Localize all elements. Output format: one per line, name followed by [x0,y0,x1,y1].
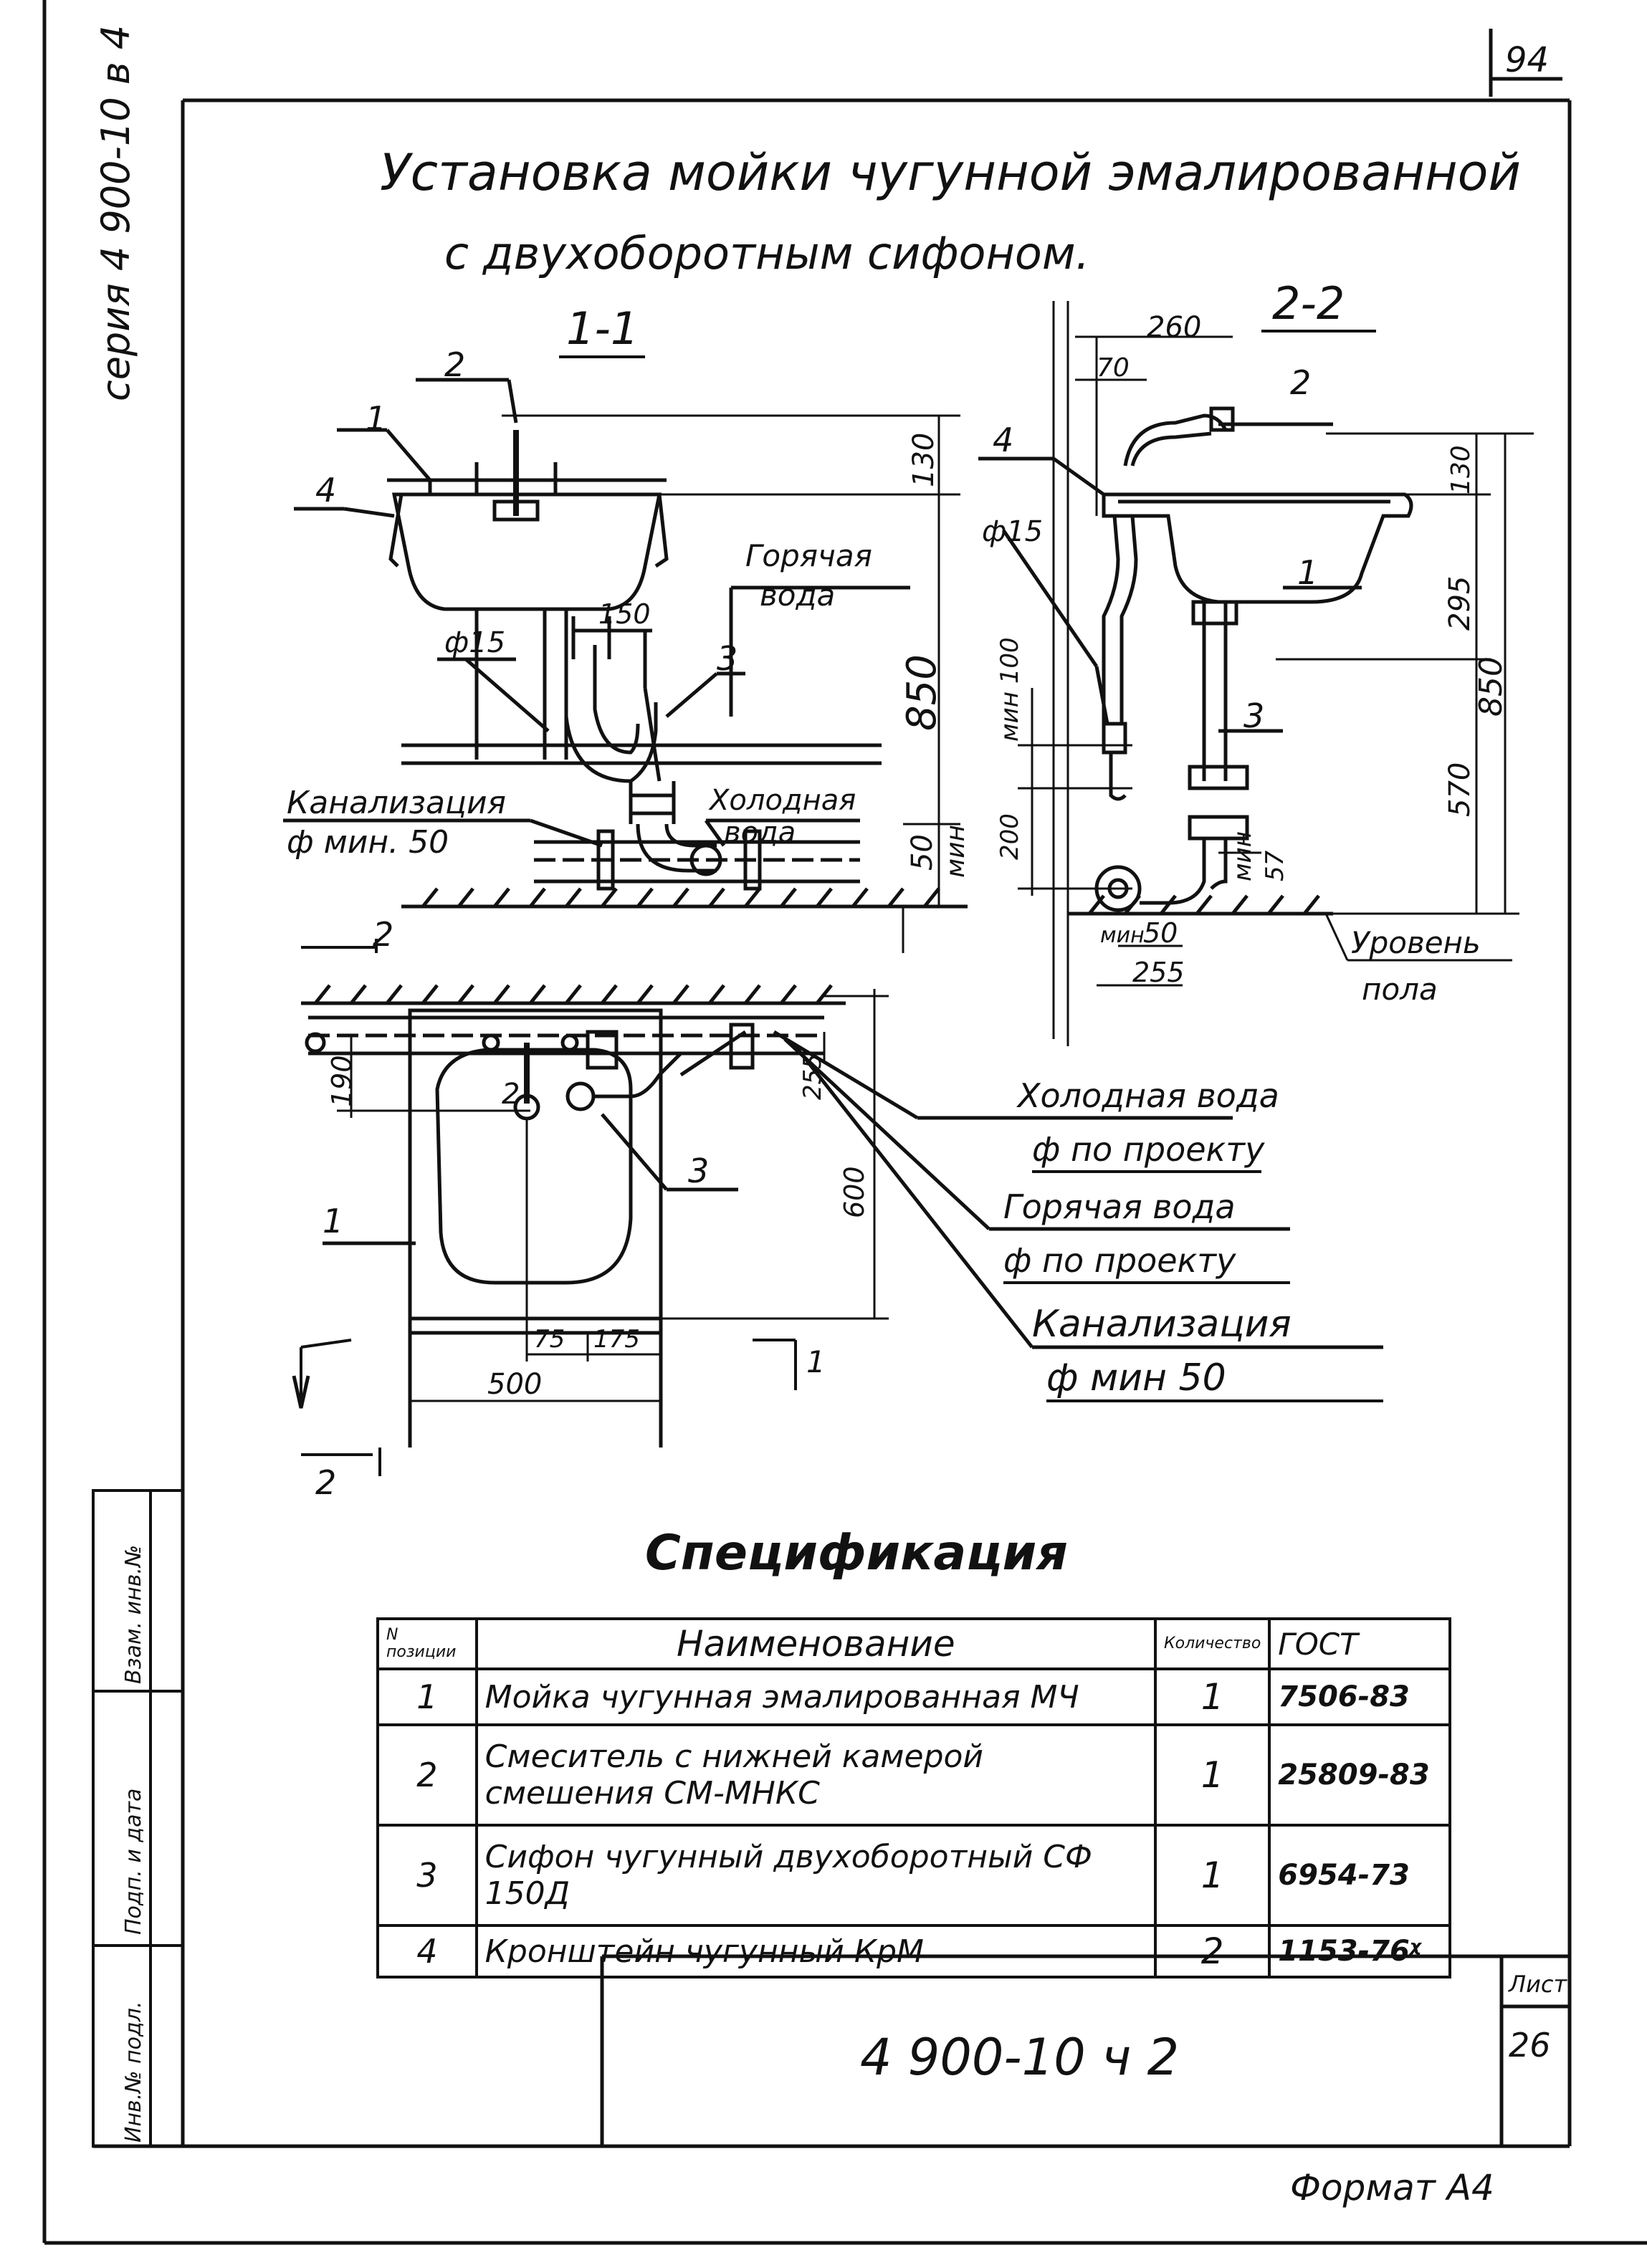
legend-sewer-1: Канализация [1032,1303,1292,1346]
callout-1-sec22: 1 [1297,553,1318,592]
dim-260: 260 [1147,311,1201,344]
callout-1-plan: 1 [323,1202,343,1240]
callout-2-plan: 2 [502,1078,520,1111]
series-label: серия 4 900-10 в 4 [93,25,138,401]
dim-phi15-sec11: ф15 [444,626,505,659]
dim-min-sec22: мин [1228,831,1257,881]
dim-50-sec11: 50 [906,834,939,871]
dim-600: 600 [839,1166,870,1218]
dim-850-sec11: 850 [899,654,945,731]
label-cold-water-1: Холодная [708,784,856,817]
dim-130-sec11: 130 [907,433,940,487]
label-sewer-1: Канализация [287,785,506,821]
label-floor-1: Уровень [1351,925,1481,960]
cell-gost: 6954-73 [1268,1824,1451,1927]
cell-gost: 7506-83 [1268,1667,1451,1726]
dim-255-plan: 255 [798,1053,827,1100]
section-1-1-drawing [283,378,968,953]
cut-mark-2-bottom: 2 [315,1463,336,1502]
table-header-row: N позиции Наименование Количество ГОСТ [376,1617,1451,1670]
cell-gost: 25809-83 [1268,1723,1451,1827]
label-floor-2: пола [1362,972,1438,1007]
callout-1-sec11: 1 [366,399,386,438]
label-hot-water-2: вода [760,578,835,613]
col-gost-header: ГОСТ [1268,1617,1451,1670]
legend-hot-2: ф по проекту [1003,1241,1236,1280]
dim-500: 500 [487,1368,542,1401]
section-2-2-label: 2-2 [1272,277,1345,330]
callout-3-sec22: 3 [1243,697,1264,735]
side-col-sign: Подп. и дата [121,1789,146,1935]
label-sewer-2: ф мин. 50 [287,824,449,861]
cell-qty: 1 [1153,1824,1271,1927]
callout-4-sec11: 4 [315,471,336,509]
cell-qty: 1 [1153,1723,1271,1827]
section-1-1-label: 1-1 [566,302,639,355]
cell-name: Мойка чугунная эмалированная МЧ [474,1667,1157,1726]
page-number: 94 [1505,40,1549,80]
cell-pos: 2 [376,1723,478,1827]
cell-qty: 1 [1153,1667,1271,1726]
dim-150: 150 [598,598,651,630]
doc-number: 4 900-10 ч 2 [860,2028,1179,2087]
dim-50-floor: 50 [1143,917,1178,949]
col-qty-header: Количество [1153,1617,1271,1670]
callout-3-plan: 3 [688,1152,709,1190]
cell-gost: 1153-76ᵡ [1268,1924,1451,1978]
sheet-frame [42,0,1647,2245]
sheet-label: Лист [1508,1971,1567,1998]
dim-57: 57 [1261,850,1289,881]
drawing-title-line1: Установка мойки чугунной эмалированной [380,143,1521,202]
table-row: 2 Смеситель с нижней камерой смешения СМ… [376,1723,1451,1827]
dim-phi15-sec22: ф15 [982,515,1043,548]
callout-2-sec11: 2 [444,345,465,384]
plan-view-drawing [292,984,1383,1476]
callout-4-sec22: 4 [993,421,1013,459]
dim-200: 200 [996,813,1024,860]
dim-min-sec11: мин [941,825,970,878]
table-row: 4 Кронштейн чугунный КрМ 2 1153-76ᵡ [376,1924,1451,1978]
dim-175: 175 [593,1325,640,1354]
cell-qty: 2 [1153,1924,1271,1978]
legend-cold-2: ф по проекту [1032,1130,1265,1169]
side-stamp-grid [92,1489,184,2148]
label-hot-water-1: Горячая [745,538,872,573]
col-name-header: Наименование [474,1617,1157,1670]
cut-mark-1: 1 [806,1344,826,1379]
dim-70: 70 [1097,353,1130,383]
section-2-2-drawing [978,301,1534,1046]
spec-title: Спецификация [645,1525,1068,1582]
table-row: 1 Мойка чугунная эмалированная МЧ 1 7506… [376,1667,1451,1726]
callout-2-sec22: 2 [1290,363,1311,402]
dim-255-floor: 255 [1132,957,1185,988]
dim-min-100: мин 100 [996,637,1024,742]
dim-min-floor: мин [1100,923,1145,948]
side-col-replace: Взам. инв.№ [121,1545,146,1684]
dim-75: 75 [534,1325,565,1354]
cell-pos: 1 [376,1667,478,1726]
dim-295: 295 [1443,576,1476,631]
legend-cold-1: Холодная вода [1016,1076,1279,1115]
dim-190: 190 [326,1055,358,1107]
format-label: Формат А4 [1290,2167,1494,2209]
legend-hot-1: Горячая вода [1003,1187,1236,1226]
legend-sewer-2: ф мин 50 [1046,1357,1226,1399]
cell-name: Сифон чугунный двухоборотный СФ 150Д [474,1824,1157,1927]
col-pos-header: N позиции [376,1617,478,1670]
drawing-title-line2: с двухоборотным сифоном. [444,227,1089,279]
label-cold-water-2: вода [724,816,796,849]
callout-3-sec11: 3 [717,639,737,678]
specification-table: N позиции Наименование Количество ГОСТ 1… [376,1617,1451,1978]
dim-130-sec22: 130 [1446,445,1476,494]
dim-850-sec22: 850 [1473,656,1509,717]
cell-pos: 3 [376,1824,478,1927]
table-row: 3 Сифон чугунный двухоборотный СФ 150Д 1… [376,1824,1451,1927]
cell-name: Смеситель с нижней камерой смешения СМ-М… [474,1723,1157,1827]
dim-570: 570 [1443,762,1476,817]
cell-pos: 4 [376,1924,478,1978]
sheet-number: 26 [1509,2026,1551,2064]
cell-name: Кронштейн чугунный КрМ [474,1924,1157,1978]
side-col-inv: Инв.№ подл. [121,2001,146,2143]
